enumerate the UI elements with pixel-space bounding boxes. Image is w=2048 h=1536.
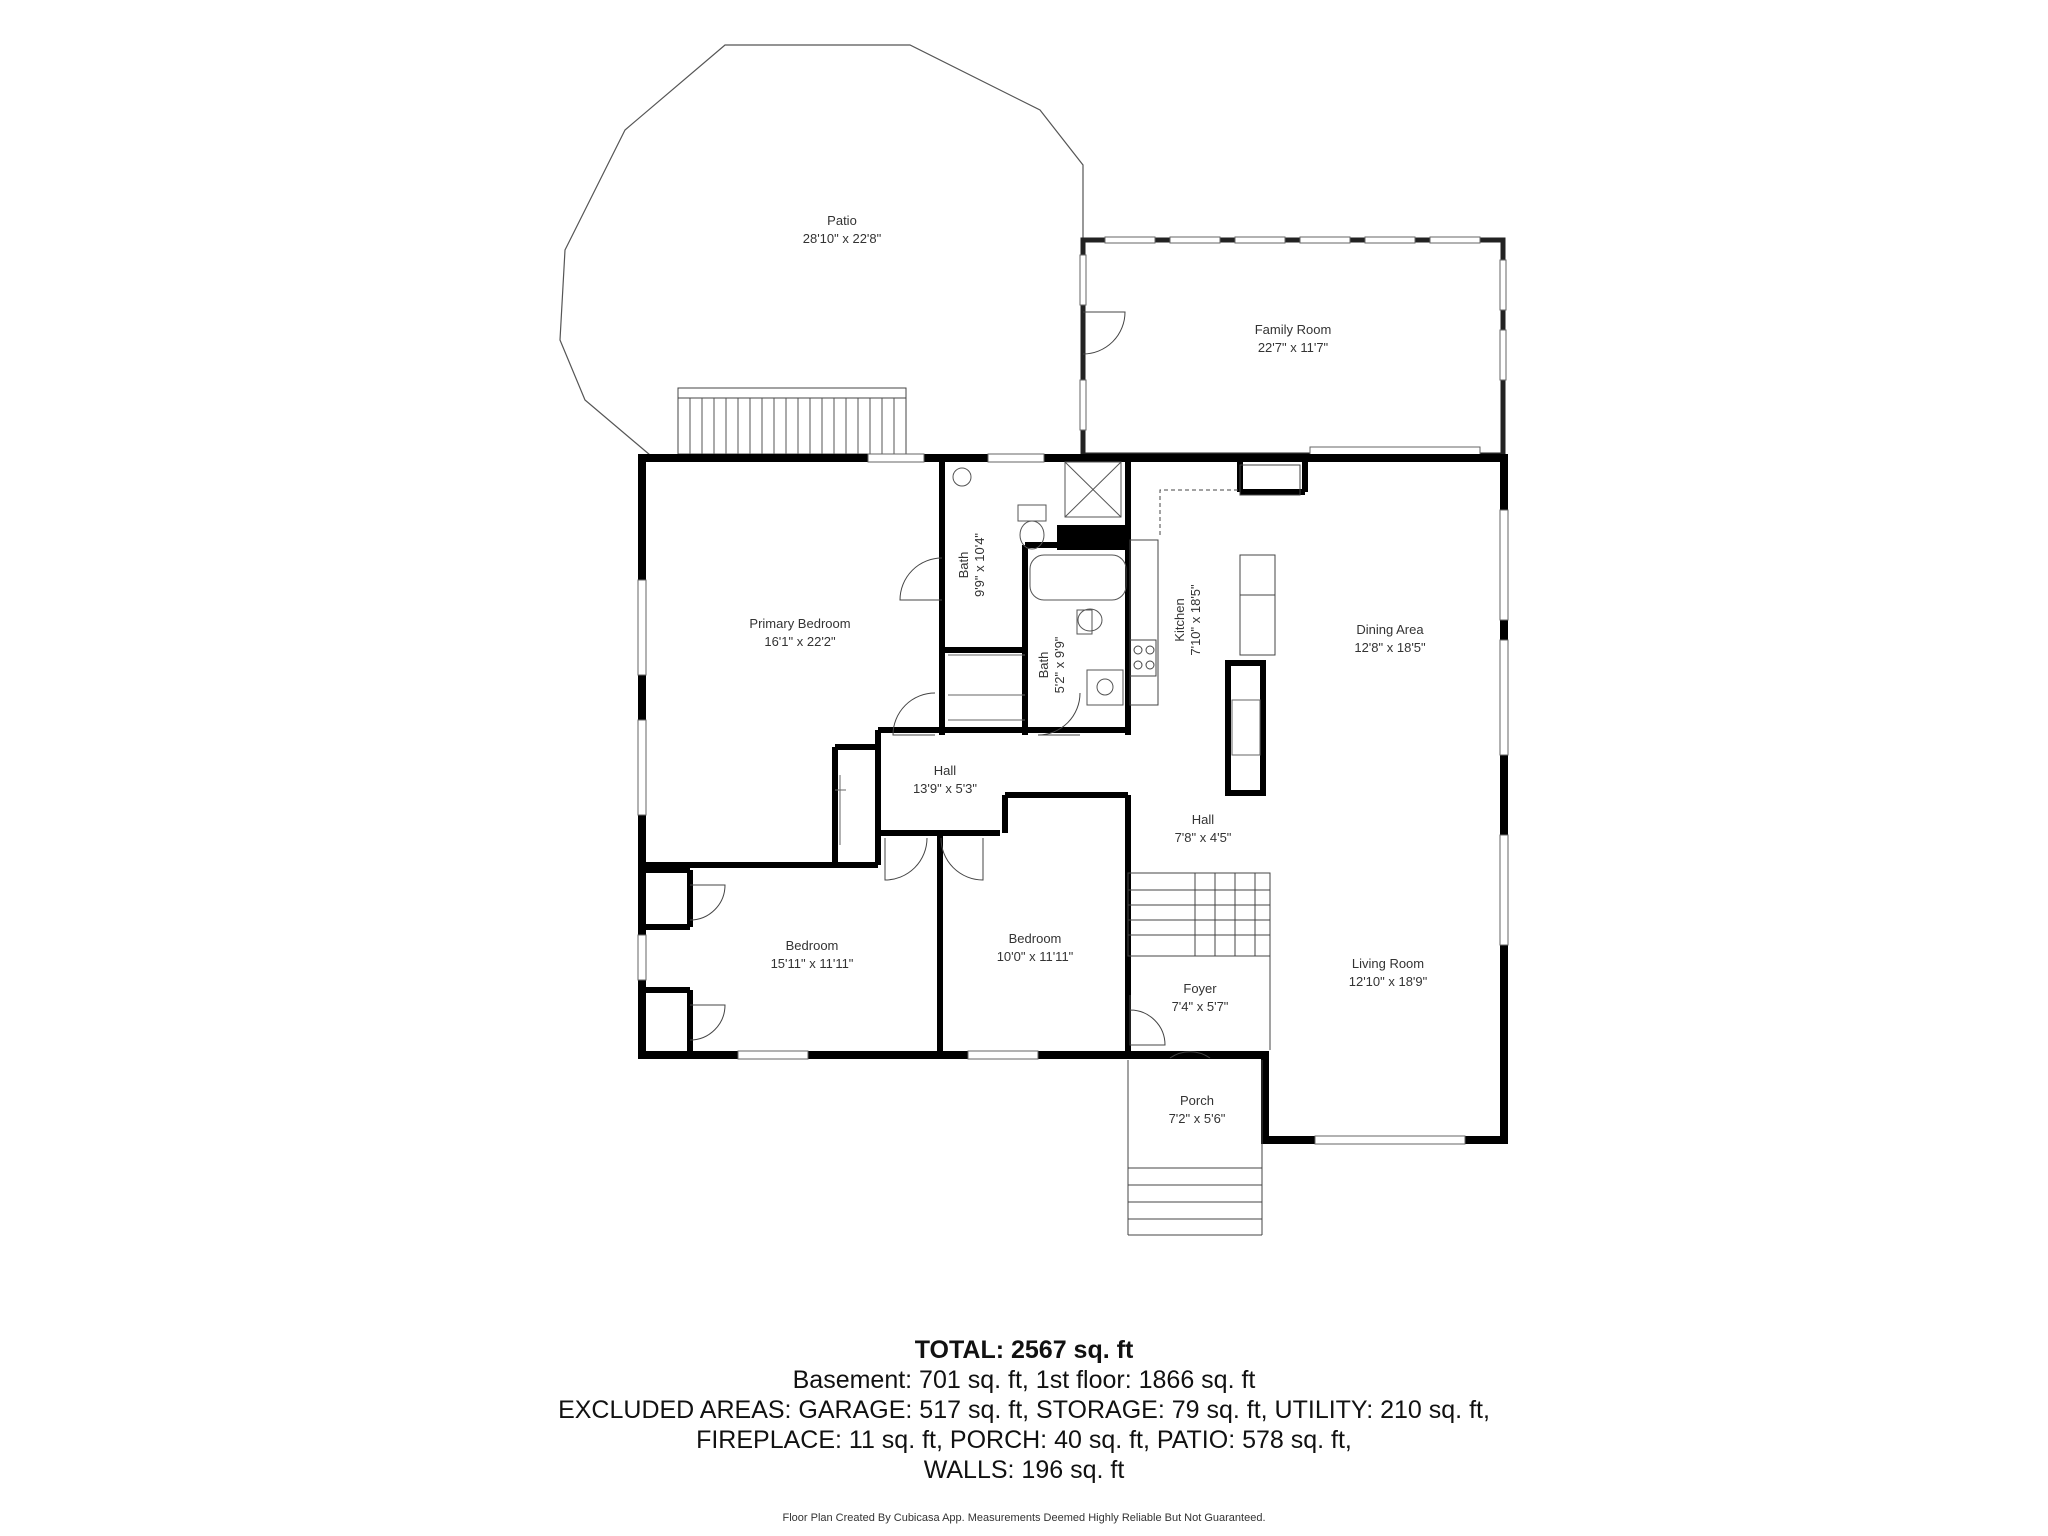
bedroom1-size: 15'11" x 11'11" [771, 956, 854, 971]
footer-disclaimer: Floor Plan Created By Cubicasa App. Meas… [782, 1512, 1266, 1524]
bath1-size: 9'9" x 10'4" [972, 533, 987, 597]
porch-label: Porch [1180, 1093, 1214, 1108]
hall2-label: Hall [1192, 812, 1215, 827]
kitchen-counters [1129, 464, 1301, 706]
living-room-size: 12'10" x 18'9" [1349, 974, 1428, 989]
foyer-size: 7'4" x 5'7" [1172, 999, 1229, 1014]
dining-bar-inner [1231, 699, 1261, 756]
patio-label: Patio [827, 213, 857, 228]
bedroom2-label: Bedroom [1009, 931, 1062, 946]
porch [1127, 1060, 1263, 1236]
area-summary: TOTAL: 2567 sq. ft Basement: 701 sq. ft,… [0, 1335, 2048, 1485]
total-area: TOTAL: 2567 sq. ft [914, 1336, 1134, 1364]
patio-size: 28'10" x 22'8" [803, 231, 882, 246]
patio-outline [559, 44, 1084, 456]
deck-stair-treads [689, 398, 895, 454]
closet-shelves [835, 654, 1025, 845]
bath2-label: Bath [1036, 652, 1051, 679]
kitchen-label: Kitchen [1172, 598, 1187, 641]
deck-stairs [677, 387, 907, 455]
excluded-areas-line1: EXCLUDED AREAS: GARAGE: 517 sq. ft, STOR… [558, 1396, 1490, 1424]
floor-areas: Basement: 701 sq. ft, 1st floor: 1866 sq… [792, 1366, 1256, 1394]
hall1-size: 13'9" x 5'3" [913, 781, 977, 796]
bath1-label: Bath [956, 552, 971, 579]
bath2-size: 5'2" x 9'9" [1052, 636, 1067, 693]
dining-area-size: 12'8" x 18'5" [1354, 640, 1426, 655]
primary-bedroom-size: 16'1" x 22'2" [764, 634, 836, 649]
porch-size: 7'2" x 5'6" [1169, 1111, 1226, 1126]
door-swings [689, 557, 1211, 1059]
hall1-label: Hall [934, 763, 957, 778]
walls-area: WALLS: 196 sq. ft [923, 1456, 1125, 1484]
living-room-label: Living Room [1352, 956, 1424, 971]
family-room-label: Family Room [1255, 322, 1332, 337]
exterior-windows [637, 453, 1509, 1145]
foyer-label: Foyer [1183, 981, 1217, 996]
excluded-areas-line2: FIREPLACE: 11 sq. ft, PORCH: 40 sq. ft, … [696, 1426, 1352, 1454]
dining-area-label: Dining Area [1356, 622, 1424, 637]
primary-bedroom-label: Primary Bedroom [749, 616, 850, 631]
fireplace [1057, 525, 1127, 550]
dining-bar [1225, 660, 1266, 796]
exterior-walls [638, 454, 1508, 1144]
hall2-size: 7'8" x 4'5" [1175, 830, 1232, 845]
kitchen-island [1239, 554, 1276, 656]
interior-stairs [1127, 872, 1271, 1050]
family-room-size: 22'7" x 11'7" [1258, 340, 1329, 355]
kitchen-size: 7'10" x 18'5" [1188, 584, 1203, 656]
family-room-door [1082, 311, 1126, 355]
bedroom1-label: Bedroom [786, 938, 839, 953]
bedroom2-size: 10'0" x 11'11" [997, 949, 1074, 964]
bath-fixtures [952, 467, 1127, 706]
shower [1064, 461, 1122, 518]
